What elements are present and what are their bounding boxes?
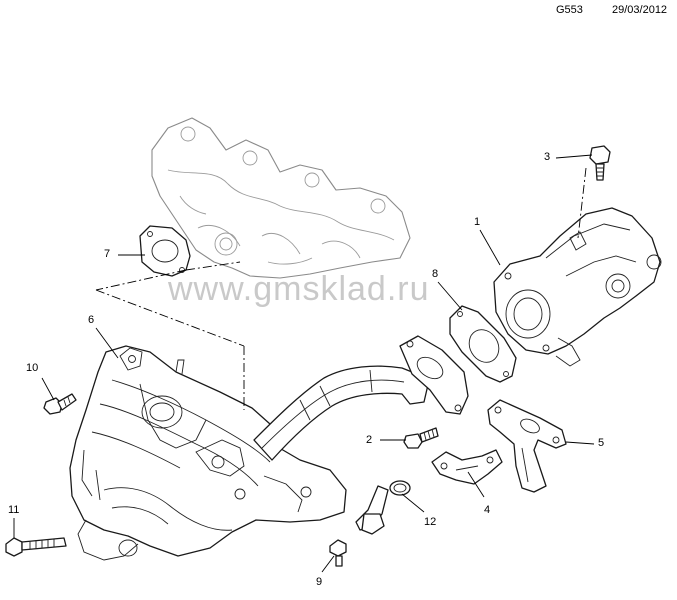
gasket-8 bbox=[449, 305, 517, 383]
callout-2: 2 bbox=[366, 434, 373, 446]
o-ring-12 bbox=[389, 480, 411, 496]
diagram-date: 29/03/2012 bbox=[612, 4, 668, 16]
callout-6: 6 bbox=[88, 314, 95, 326]
pipe-5 bbox=[487, 399, 567, 493]
diagram-code: G553 bbox=[556, 4, 583, 16]
small-tube bbox=[355, 485, 389, 535]
callout-9: 9 bbox=[316, 576, 323, 588]
callout-7: 7 bbox=[104, 248, 111, 260]
egr-cooler-assembly bbox=[69, 345, 347, 561]
callout-10: 10 bbox=[26, 362, 39, 374]
egr-valve bbox=[493, 207, 662, 367]
assembly-lines bbox=[95, 167, 587, 410]
bolt-2 bbox=[403, 427, 439, 449]
bolt-11 bbox=[5, 537, 67, 557]
callout-4: 4 bbox=[484, 504, 491, 516]
bracket-4 bbox=[431, 449, 503, 485]
callout-1: 1 bbox=[474, 216, 481, 228]
leader-lines bbox=[13, 154, 595, 573]
gasket-7 bbox=[139, 225, 191, 277]
bolt-9 bbox=[329, 539, 347, 567]
header-bar: G553 29/03/2012 bbox=[0, 0, 677, 20]
callout-5: 5 bbox=[598, 437, 605, 449]
bolt-3 bbox=[589, 145, 611, 181]
watermark-text: www.gmsklad.ru bbox=[168, 270, 430, 308]
egr-pipe bbox=[253, 335, 469, 461]
callout-3: 3 bbox=[544, 151, 551, 163]
exhaust-manifold bbox=[151, 117, 411, 279]
callout-8: 8 bbox=[432, 268, 439, 280]
callout-12: 12 bbox=[424, 516, 437, 528]
callout-11: 11 bbox=[8, 504, 20, 516]
bolt-10 bbox=[43, 393, 77, 415]
